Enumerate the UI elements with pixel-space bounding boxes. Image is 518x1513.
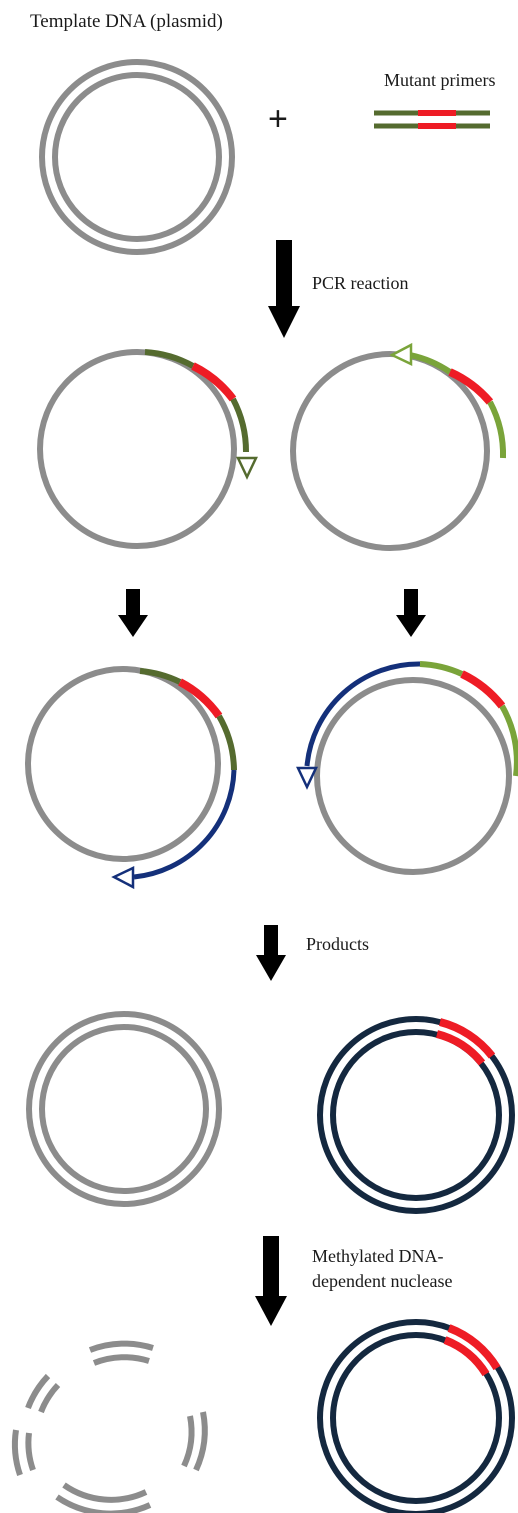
mutant-primers-label: Mutant primers [384,70,495,90]
extended-plasmid-right [296,661,518,875]
primer-extension-arrowhead-icon [236,456,258,480]
template-plasmid [39,59,235,255]
new-strand-arrowhead-icon [296,766,318,790]
mutant-plasmid-surviving [317,1319,515,1513]
pcr-reaction-label: PCR reaction [312,273,409,293]
products-arrow [256,925,286,981]
annealed-plasmid-right [290,342,507,551]
primer-extension-arrowhead-icon [389,342,413,366]
extension-arrow-right [396,589,426,637]
extended-plasmid-left [25,666,237,890]
products-label: Products [306,934,369,954]
mutant-primers [374,110,490,129]
mutant-plasmid-product [317,1016,515,1214]
template-dna-label: Template DNA (plasmid) [30,11,223,32]
digested-parental-plasmid [11,1340,208,1513]
nuclease-label-line2: dependent nuclease [312,1271,452,1291]
plus-sign: + [268,100,288,138]
parental-plasmid-product [26,1011,222,1207]
annealed-plasmid-left [37,349,258,549]
pcr-arrow [268,240,300,338]
extension-arrow-left [118,589,148,637]
nuclease-arrow [255,1236,287,1326]
new-strand-arrowhead-icon [111,866,135,890]
nuclease-label-line1: Methylated DNA- [312,1246,443,1266]
